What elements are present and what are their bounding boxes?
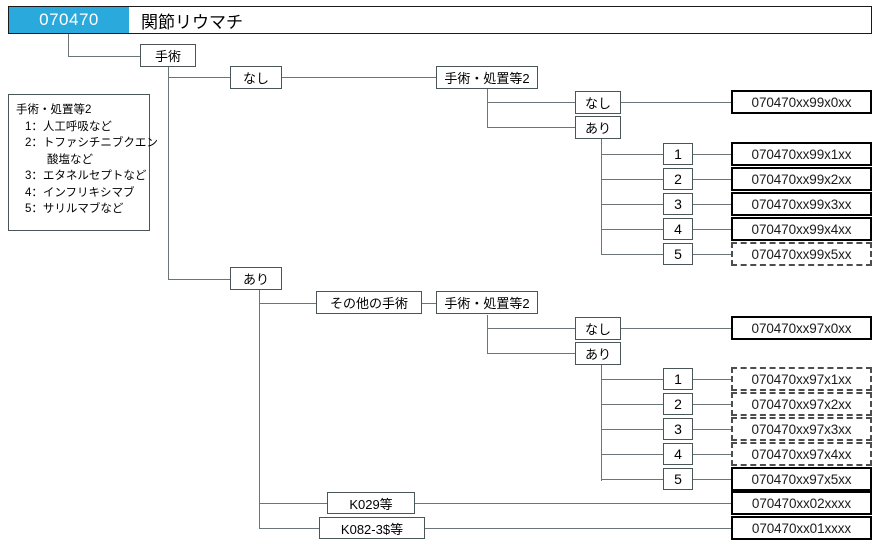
connector-2-to-code-lower bbox=[693, 404, 733, 405]
legend-item-3: 3：エタネルセプトなど bbox=[25, 170, 147, 182]
connector-surgery-trunk bbox=[168, 67, 169, 280]
node-num-2-lower[interactable]: 2 bbox=[663, 393, 693, 415]
legend-box: 手術・処置等2 1：人工呼吸など 2：トファシチニブクエン 酸塩など 3：エタネ… bbox=[8, 94, 158, 231]
connector-k029-to-code bbox=[415, 503, 733, 504]
code-lower-nashi: 070470xx97x0xx bbox=[731, 316, 872, 340]
connector-proc2-to-nashi-upper bbox=[487, 102, 575, 103]
connector-1-to-code-upper bbox=[693, 154, 733, 155]
connector-ari-trunk-lower bbox=[259, 290, 260, 528]
node-proc2-nashi-lower[interactable]: なし bbox=[575, 317, 621, 340]
connector-ari-to-k029 bbox=[259, 503, 327, 504]
node-num-1-upper[interactable]: 1 bbox=[663, 143, 693, 165]
node-num-3-upper[interactable]: 3 bbox=[663, 193, 693, 215]
connector-5-to-code-lower bbox=[693, 479, 733, 480]
connector-ari-to-4-lower bbox=[601, 454, 663, 455]
connector-surgery-to-nashi bbox=[168, 77, 230, 78]
connector-ari-to-5-upper bbox=[601, 254, 663, 255]
node-num-4-upper[interactable]: 4 bbox=[663, 218, 693, 240]
node-proc2-nashi-upper[interactable]: なし bbox=[575, 91, 621, 114]
code-k029: 070470xx02xxxx bbox=[731, 491, 872, 515]
node-num-2-upper[interactable]: 2 bbox=[663, 168, 693, 190]
connector-ari-to-3-upper bbox=[601, 204, 663, 205]
header-code: 070470 bbox=[9, 7, 129, 33]
node-surgery-nashi[interactable]: なし bbox=[230, 66, 282, 89]
node-num-4-lower[interactable]: 4 bbox=[663, 443, 693, 465]
connector-ari-to-other-surgery bbox=[259, 303, 316, 304]
connector-ari-trunk-upper bbox=[601, 139, 602, 255]
connector-5-to-code-upper bbox=[693, 254, 733, 255]
connector-ari-to-1-upper bbox=[601, 154, 663, 155]
connector-root-vertical bbox=[68, 34, 69, 56]
connector-ari-to-2-lower bbox=[601, 404, 663, 405]
connector-1-to-code-lower bbox=[693, 379, 733, 380]
code-lower-1: 070470xx97x1xx bbox=[731, 367, 872, 391]
legend-item-4: 4：インフリキシマブ bbox=[25, 186, 135, 199]
legend-item-2-cont: 酸塩など bbox=[47, 153, 93, 166]
node-surgery[interactable]: 手術 bbox=[140, 44, 196, 67]
connector-k0823-to-code bbox=[425, 528, 733, 529]
page-title: 関節リウマチ bbox=[141, 12, 243, 32]
node-surgery-ari[interactable]: あり bbox=[230, 267, 282, 290]
connector-surgery-to-ari bbox=[168, 279, 230, 280]
connector-3-to-code-upper bbox=[693, 204, 733, 205]
legend-title: 手術・処置等2 bbox=[16, 104, 92, 116]
legend-item-2: 2：トファシチニブクエン bbox=[25, 137, 158, 149]
code-upper-4: 070470xx99x4xx bbox=[731, 217, 872, 241]
node-num-3-lower[interactable]: 3 bbox=[663, 418, 693, 440]
code-upper-2: 070470xx99x2xx bbox=[731, 167, 872, 191]
connector-ari-to-4-upper bbox=[601, 229, 663, 230]
connector-ari-to-3-lower bbox=[601, 429, 663, 430]
connector-ari-numbers-trunk-lower bbox=[601, 365, 602, 481]
node-num-1-lower[interactable]: 1 bbox=[663, 368, 693, 390]
code-lower-3: 070470xx97x3xx bbox=[731, 417, 872, 441]
code-upper-3: 070470xx99x3xx bbox=[731, 192, 872, 216]
connector-proc2-to-nashi-lower bbox=[487, 328, 575, 329]
code-lower-2: 070470xx97x2xx bbox=[731, 392, 872, 416]
code-k082-3: 070470xx01xxxx bbox=[731, 516, 872, 540]
header-bar: 070470 関節リウマチ bbox=[8, 6, 872, 34]
connector-ari-to-k0823 bbox=[259, 528, 319, 529]
connector-3-to-code-lower bbox=[693, 429, 733, 430]
connector-proc2-to-ari-lower bbox=[487, 353, 575, 354]
connector-ari-to-5-lower bbox=[601, 479, 663, 480]
connector-ari-to-1-lower bbox=[601, 379, 663, 380]
node-proc2-upper[interactable]: 手術・処置等2 bbox=[436, 66, 538, 89]
node-proc2-lower[interactable]: 手術・処置等2 bbox=[436, 291, 538, 314]
code-lower-4: 070470xx97x4xx bbox=[731, 442, 872, 466]
connector-2-to-code-upper bbox=[693, 179, 733, 180]
connector-4-to-code-upper bbox=[693, 229, 733, 230]
node-other-surgery[interactable]: その他の手術 bbox=[316, 291, 422, 314]
connector-nashi-to-proc2 bbox=[270, 77, 436, 78]
legend-item-1: 1：人工呼吸など bbox=[25, 120, 112, 133]
connector-nashi-to-code-lower bbox=[621, 328, 731, 329]
connector-other-surgery-to-proc2 bbox=[422, 303, 440, 304]
node-proc2-ari-upper[interactable]: あり bbox=[575, 116, 621, 139]
node-num-5-upper[interactable]: 5 bbox=[663, 243, 693, 265]
code-upper-5: 070470xx99x5xx bbox=[731, 242, 872, 266]
legend-item-5: 5：サリルマブなど bbox=[25, 203, 124, 215]
node-proc2-ari-lower[interactable]: あり bbox=[575, 342, 621, 365]
connector-proc2-to-ari-upper bbox=[487, 127, 575, 128]
connector-4-to-code-lower bbox=[693, 454, 733, 455]
connector-proc2-trunk-upper bbox=[487, 89, 488, 128]
node-k082-3[interactable]: K082-3$等 bbox=[319, 517, 425, 539]
connector-ari-to-2-upper bbox=[601, 179, 663, 180]
code-upper-nashi: 070470xx99x0xx bbox=[731, 90, 872, 114]
connector-root-horizontal bbox=[68, 56, 140, 57]
code-upper-1: 070470xx99x1xx bbox=[731, 142, 872, 166]
code-lower-5: 070470xx97x5xx bbox=[731, 467, 872, 491]
connector-proc2-trunk-lower bbox=[487, 315, 488, 354]
node-num-5-lower[interactable]: 5 bbox=[663, 468, 693, 490]
connector-nashi-to-code-upper bbox=[621, 102, 731, 103]
node-k029[interactable]: K029等 bbox=[327, 492, 415, 514]
